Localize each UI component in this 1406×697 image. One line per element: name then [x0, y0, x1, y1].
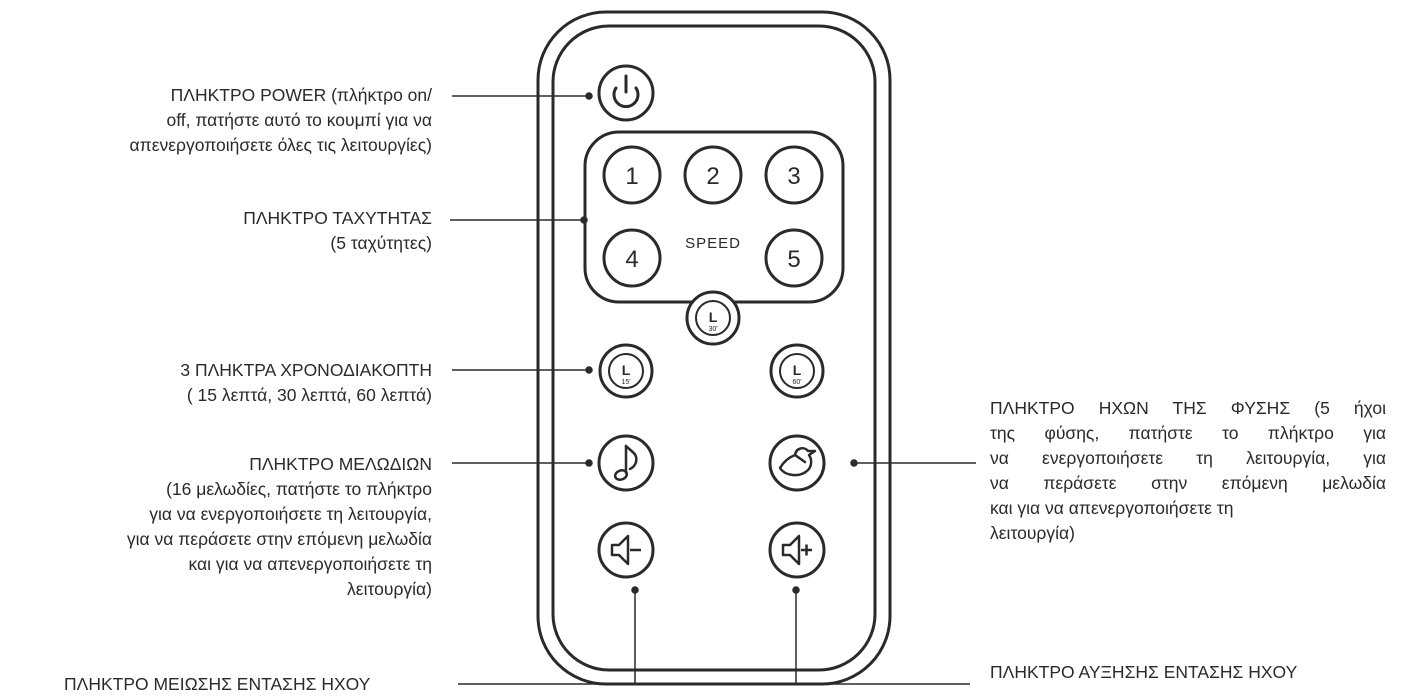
nature-sound-label: ΠΛΗΚΤΡΟ ΗΧΩΝ ΤΗΣ ΦΥΣΗΣ (5 ήχοι της φύσης…: [990, 398, 1386, 543]
speed-button-5[interactable]: [764, 228, 824, 288]
melody-label: ΠΛΗΚΤΡΟ ΜΕΛΩΔΙΩΝ (16 μελωδίες, πατήστε τ…: [126, 454, 432, 599]
speed-button-2[interactable]: [683, 145, 743, 205]
speed-button-5-label: 5: [787, 246, 800, 273]
speed-button-3[interactable]: [764, 145, 824, 205]
timer-30-minutes: 30': [708, 326, 717, 333]
speed-button-1-label: 1: [625, 163, 638, 190]
timer-30-letter: L: [709, 309, 718, 325]
speed-label: SPEED: [685, 235, 741, 252]
timer-button-60[interactable]: L 60': [769, 343, 825, 399]
volume-down-label: ΠΛΗΚΤΡΟ ΜΕΙΩΣΗΣ ΕΝΤΑΣΗΣ ΗΧΟΥ: [64, 674, 371, 694]
timer-60-letter: L: [793, 362, 802, 378]
melody-button[interactable]: [597, 434, 655, 492]
volume-up-label: ΠΛΗΚΤΡΟ ΑΥΞΗΣΗΣ ΕΝΤΑΣΗΣ ΗΧΟΥ: [990, 662, 1298, 682]
volume-down-button[interactable]: [597, 521, 655, 579]
speed-button-4-label: 4: [625, 246, 638, 273]
speed-button-4[interactable]: [602, 228, 662, 288]
speaker-plus-icon: [781, 534, 812, 566]
timer-label: 3 ΠΛΗΚΤΡΑ ΧΡΟΝΟΔΙΑΚΟΠΤΗ ( 15 λεπτά, 30 λ…: [180, 360, 432, 405]
timer-60-minutes: 60': [792, 379, 801, 386]
nature-sound-button[interactable]: [768, 434, 826, 492]
leader-volume-down: [458, 590, 636, 685]
power-button[interactable]: [597, 64, 655, 122]
speed-button-2-label: 2: [706, 163, 719, 190]
timer-button-15[interactable]: L 15': [598, 343, 654, 399]
timer-15-minutes: 15': [621, 379, 630, 386]
power-icon: [612, 74, 640, 109]
speed-button-1[interactable]: [602, 145, 662, 205]
timer-button-30[interactable]: L 30': [685, 290, 741, 346]
speed-key-label: ΠΛΗΚΤΡΟ ΤΑΧΥΤΗΤΑΣ (5 ταχύτητες): [243, 208, 432, 253]
bird-icon: [778, 446, 817, 477]
music-note-icon: [613, 444, 638, 481]
speed-button-3-label: 3: [787, 163, 800, 190]
speaker-minus-icon: [610, 534, 641, 566]
remote-body-outer: [536, 10, 892, 686]
timer-15-letter: L: [622, 362, 631, 378]
remote-body-inner: [551, 24, 877, 672]
volume-up-button[interactable]: [768, 521, 826, 579]
power-label: ΠΛΗΚΤΡΟ POWER (πλήκτρο on/ off, πατήστε …: [129, 85, 433, 155]
leader-volume-up: [795, 590, 970, 685]
